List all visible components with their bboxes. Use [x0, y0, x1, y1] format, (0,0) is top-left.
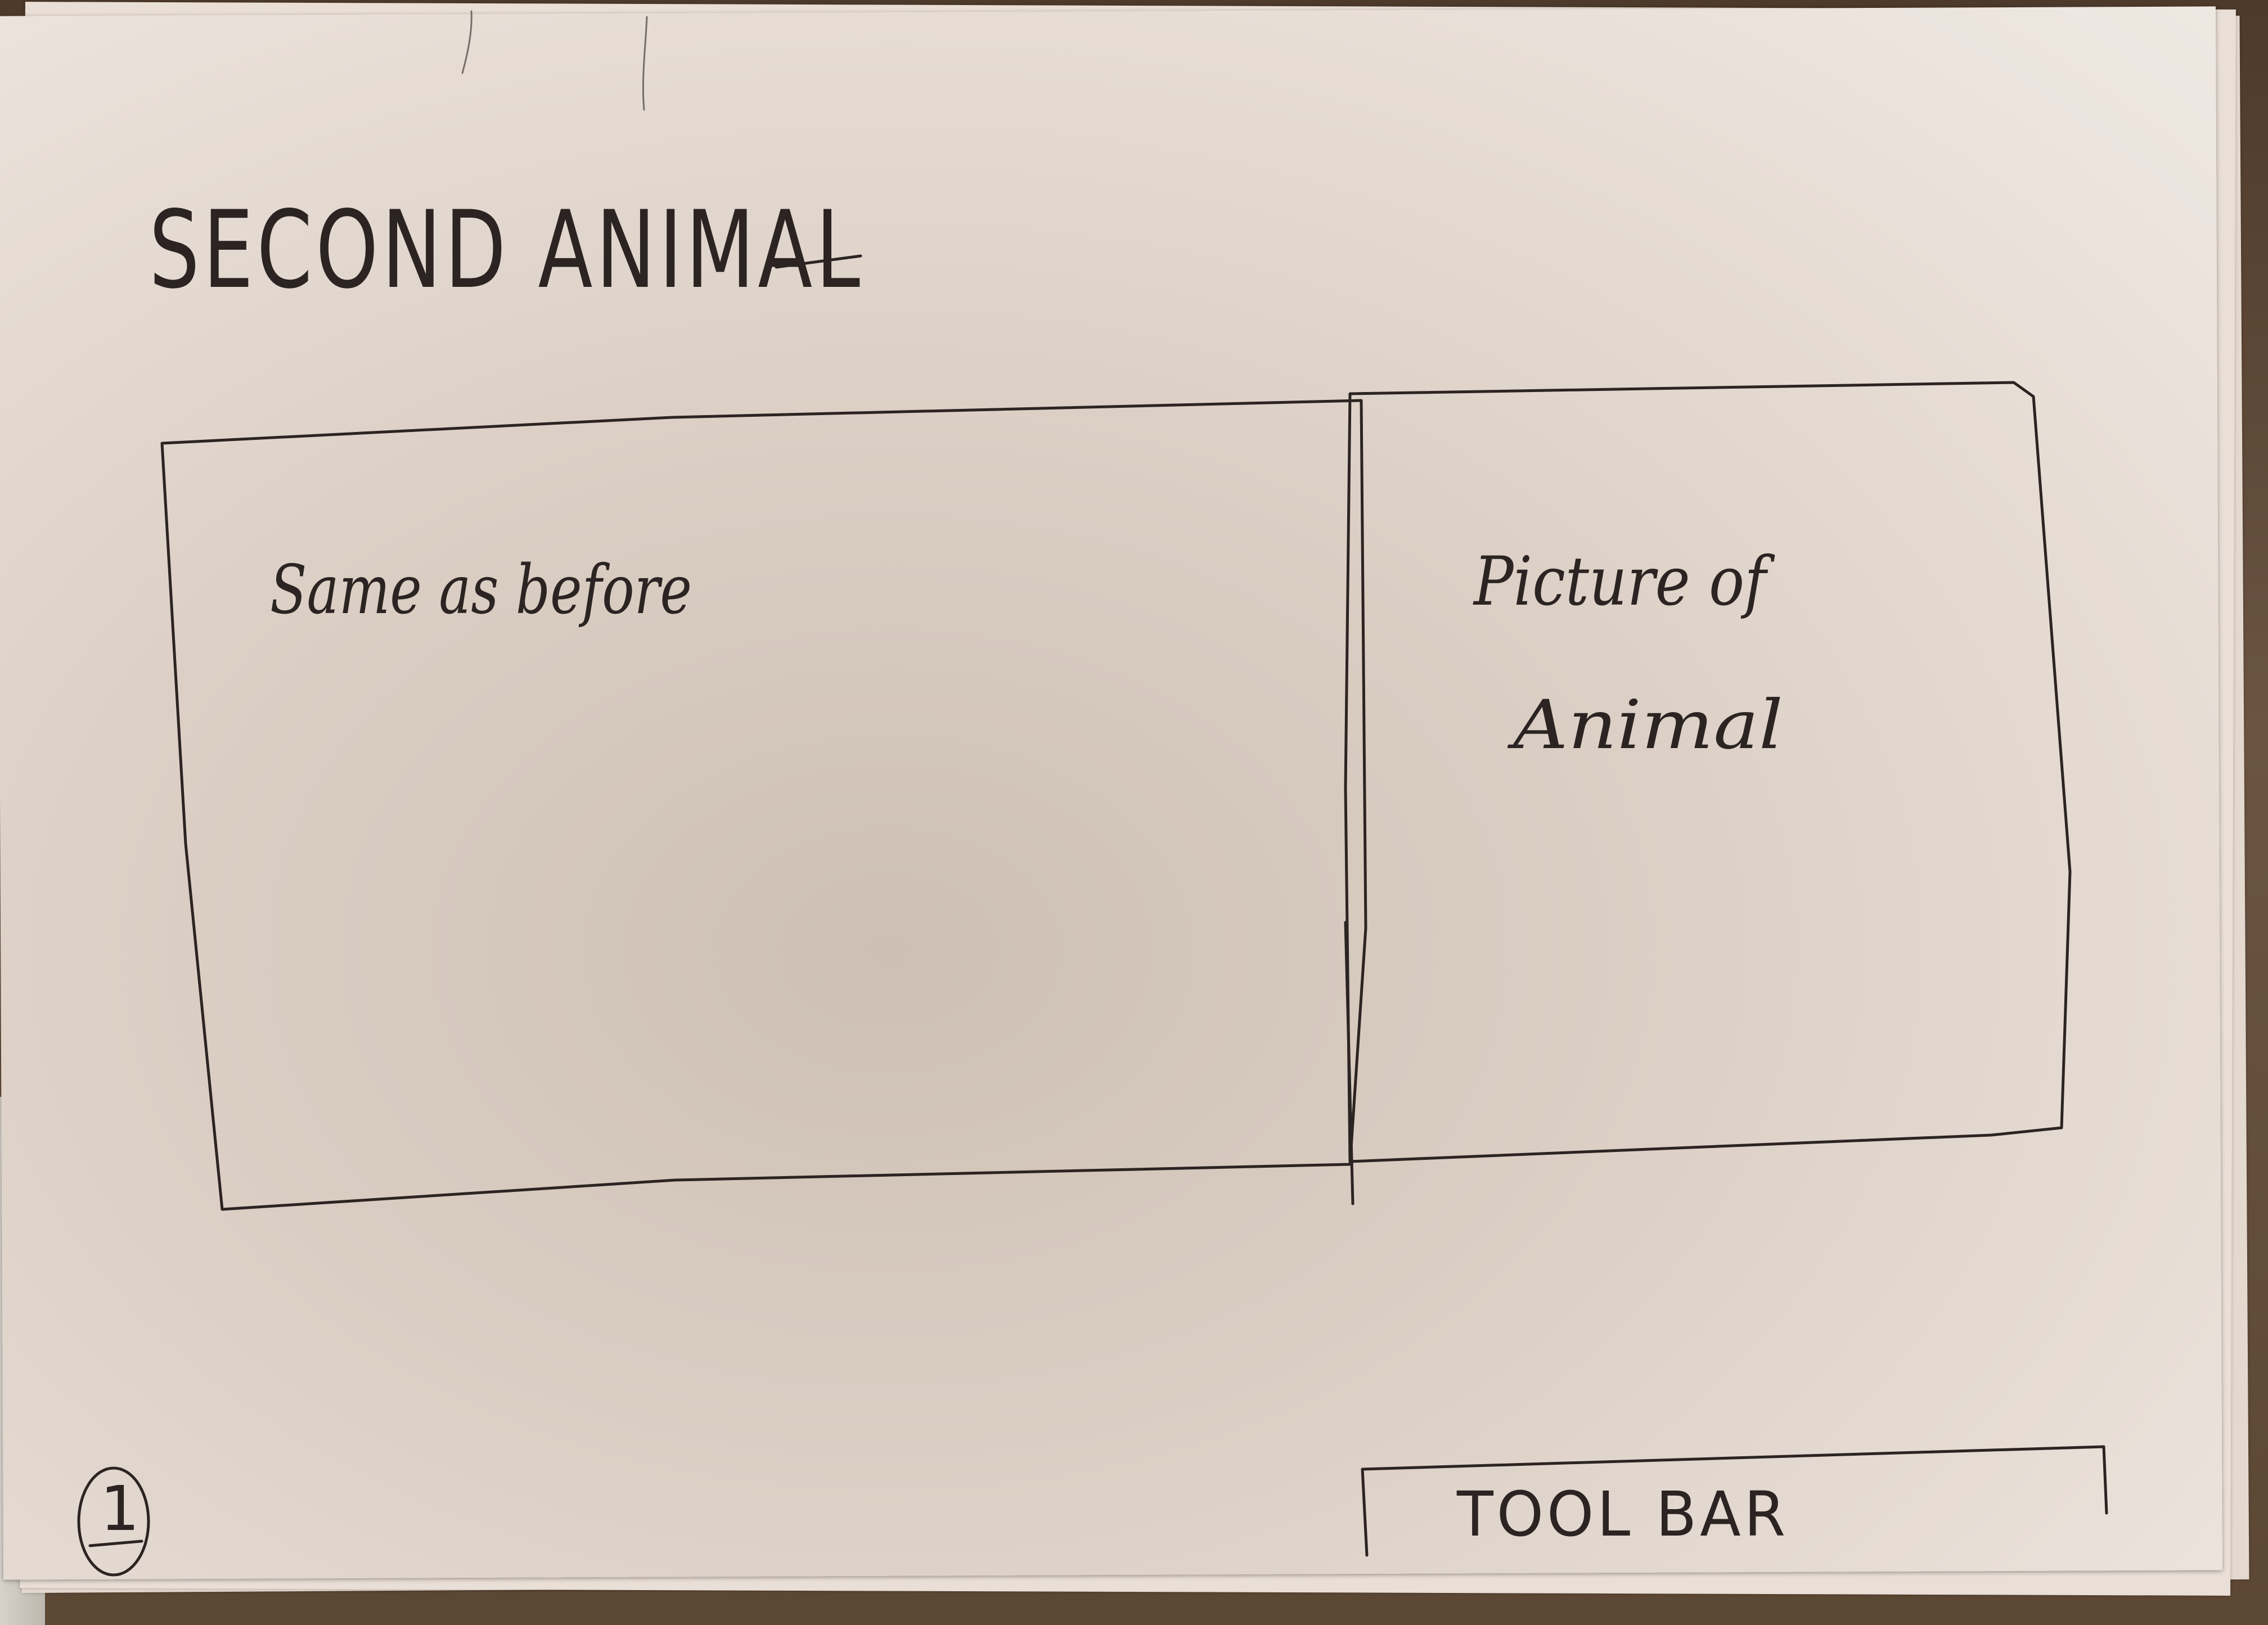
pencil-mark [642, 16, 648, 111]
image-placeholder-panel [1344, 381, 2072, 1163]
content-panel-note: Same as before [270, 551, 692, 629]
toolbar-box [1361, 1445, 2108, 1557]
page-number-marker [77, 1466, 150, 1577]
page-title: SECOND ANIMAL [149, 188, 863, 312]
toolbar-label: TOOL BAR [1456, 1478, 1789, 1550]
title-underline-stroke [775, 254, 862, 269]
page-number-marker-line [88, 1540, 143, 1547]
image-placeholder-label: Picture of [1473, 543, 1775, 621]
panel-divider [1344, 921, 1354, 1205]
pencil-mark [461, 10, 472, 74]
image-placeholder-label: Animal [1507, 686, 1783, 764]
page-number: 1 [100, 1473, 140, 1545]
content-panel [160, 399, 1367, 1211]
